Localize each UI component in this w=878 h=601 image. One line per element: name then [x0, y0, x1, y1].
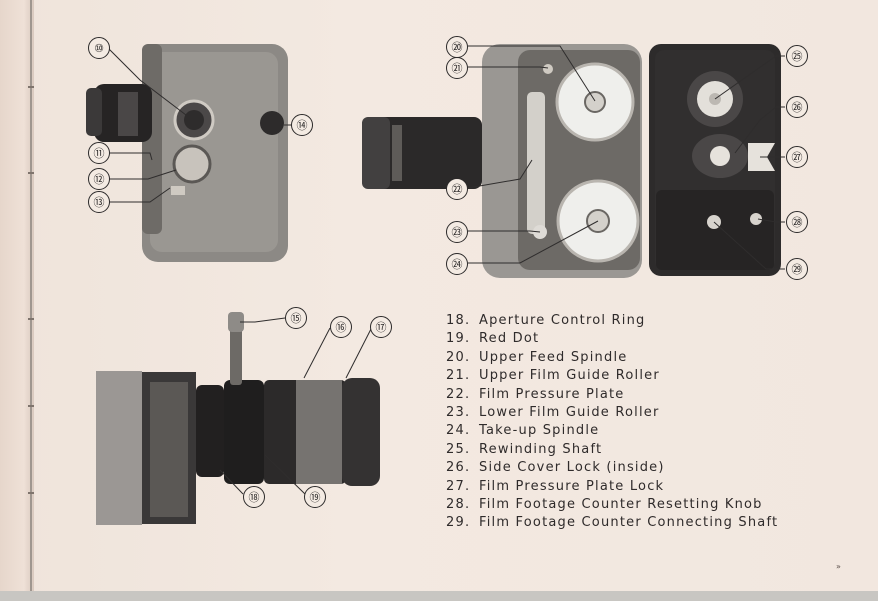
callout-21: ㉑ — [446, 57, 468, 79]
callout-14: ⑭ — [291, 114, 313, 136]
legend-number: 18. — [446, 313, 471, 328]
legend-number: 25. — [446, 441, 471, 457]
binding-fold-line — [30, 0, 32, 601]
legend-item: 21. Upper Film Guide Roller — [446, 367, 846, 385]
camera-side-photo — [86, 44, 288, 262]
legend-item: 26. Side Cover Lock (inside) — [446, 459, 846, 477]
callout-28: ㉘ — [786, 211, 808, 233]
callout-17: ⑰ — [370, 316, 392, 338]
legend-number: 21. — [446, 368, 471, 384]
legend-item: 29. Film Footage Counter Connecting Shaft — [446, 514, 846, 532]
legend-number: 20. — [446, 349, 471, 365]
legend-label: Aperture Control Ring — [479, 313, 646, 328]
legend-number: 23. — [446, 404, 471, 420]
legend-label: Rewinding Shaft — [479, 441, 603, 457]
legend-number: 24. — [446, 423, 471, 439]
binding-stitch — [28, 492, 34, 494]
binding-stitch — [28, 172, 34, 174]
callout-16: ⑯ — [330, 316, 352, 338]
legend-label: Film Pressure Plate — [479, 386, 625, 402]
leader-lines — [107, 45, 785, 495]
callout-11: ⑪ — [88, 142, 110, 164]
legend-item: 22. Film Pressure Plate — [446, 386, 846, 404]
page-binding — [0, 0, 34, 601]
legend-item: 24. Take-up Spindle — [446, 422, 846, 440]
legend-label: Side Cover Lock (inside) — [479, 460, 665, 476]
callout-19: ⑲ — [304, 486, 326, 508]
lens-photo — [96, 312, 380, 525]
page-mark: » — [836, 562, 841, 571]
binding-stitch — [28, 318, 34, 320]
legend-number: 27. — [446, 478, 471, 494]
callout-10: ⑩ — [88, 37, 110, 59]
legend-label: Film Footage Counter Resetting Knob — [479, 496, 763, 512]
callout-25: ㉕ — [786, 45, 808, 67]
legend-item: 27. Film Pressure Plate Lock — [446, 478, 846, 496]
legend-number: 22. — [446, 386, 471, 402]
callout-29: ㉙ — [786, 258, 808, 280]
legend-number: 26. — [446, 460, 471, 476]
page-bottom-edge — [0, 591, 878, 601]
legend-label: Film Footage Counter Connecting Shaft — [479, 515, 779, 531]
legend-item: 25. Rewinding Shaft — [446, 441, 846, 459]
legend-label: Lower Film Guide Roller — [479, 404, 660, 420]
legend-item: 19. Red Dot — [446, 330, 846, 348]
callout-13: ⑬ — [88, 191, 110, 213]
legend-label: Red Dot — [479, 331, 540, 347]
callout-12: ⑫ — [88, 168, 110, 190]
legend-item: 28. Film Footage Counter Resetting Knob — [446, 496, 846, 514]
callout-18: ⑱ — [243, 486, 265, 508]
legend-number: 28. — [446, 496, 471, 512]
legend-item: 18. Aperture Control Ring — [446, 312, 846, 330]
legend-item: 23. Lower Film Guide Roller — [446, 404, 846, 422]
legend-label: Upper Feed Spindle — [479, 349, 628, 365]
film-chamber-photo — [362, 44, 781, 278]
callout-26: ㉖ — [786, 96, 808, 118]
callout-15: ⑮ — [285, 307, 307, 329]
legend-item: 20. Upper Feed Spindle — [446, 349, 846, 367]
callout-22: ㉒ — [446, 178, 468, 200]
legend-label: Take-up Spindle — [479, 423, 600, 439]
legend-number: 19. — [446, 331, 471, 347]
binding-stitch — [28, 405, 34, 407]
callout-24: ㉔ — [446, 253, 468, 275]
legend-label: Film Pressure Plate Lock — [479, 478, 665, 494]
callout-20: ⑳ — [446, 36, 468, 58]
legend-label: Upper Film Guide Roller — [479, 368, 660, 384]
parts-legend: 18. Aperture Control Ring 19. Red Dot 20. U… — [446, 312, 846, 533]
callout-23: ㉓ — [446, 221, 468, 243]
callout-27: ㉗ — [786, 146, 808, 168]
legend-number: 29. — [446, 515, 471, 531]
binding-stitch — [28, 86, 34, 88]
